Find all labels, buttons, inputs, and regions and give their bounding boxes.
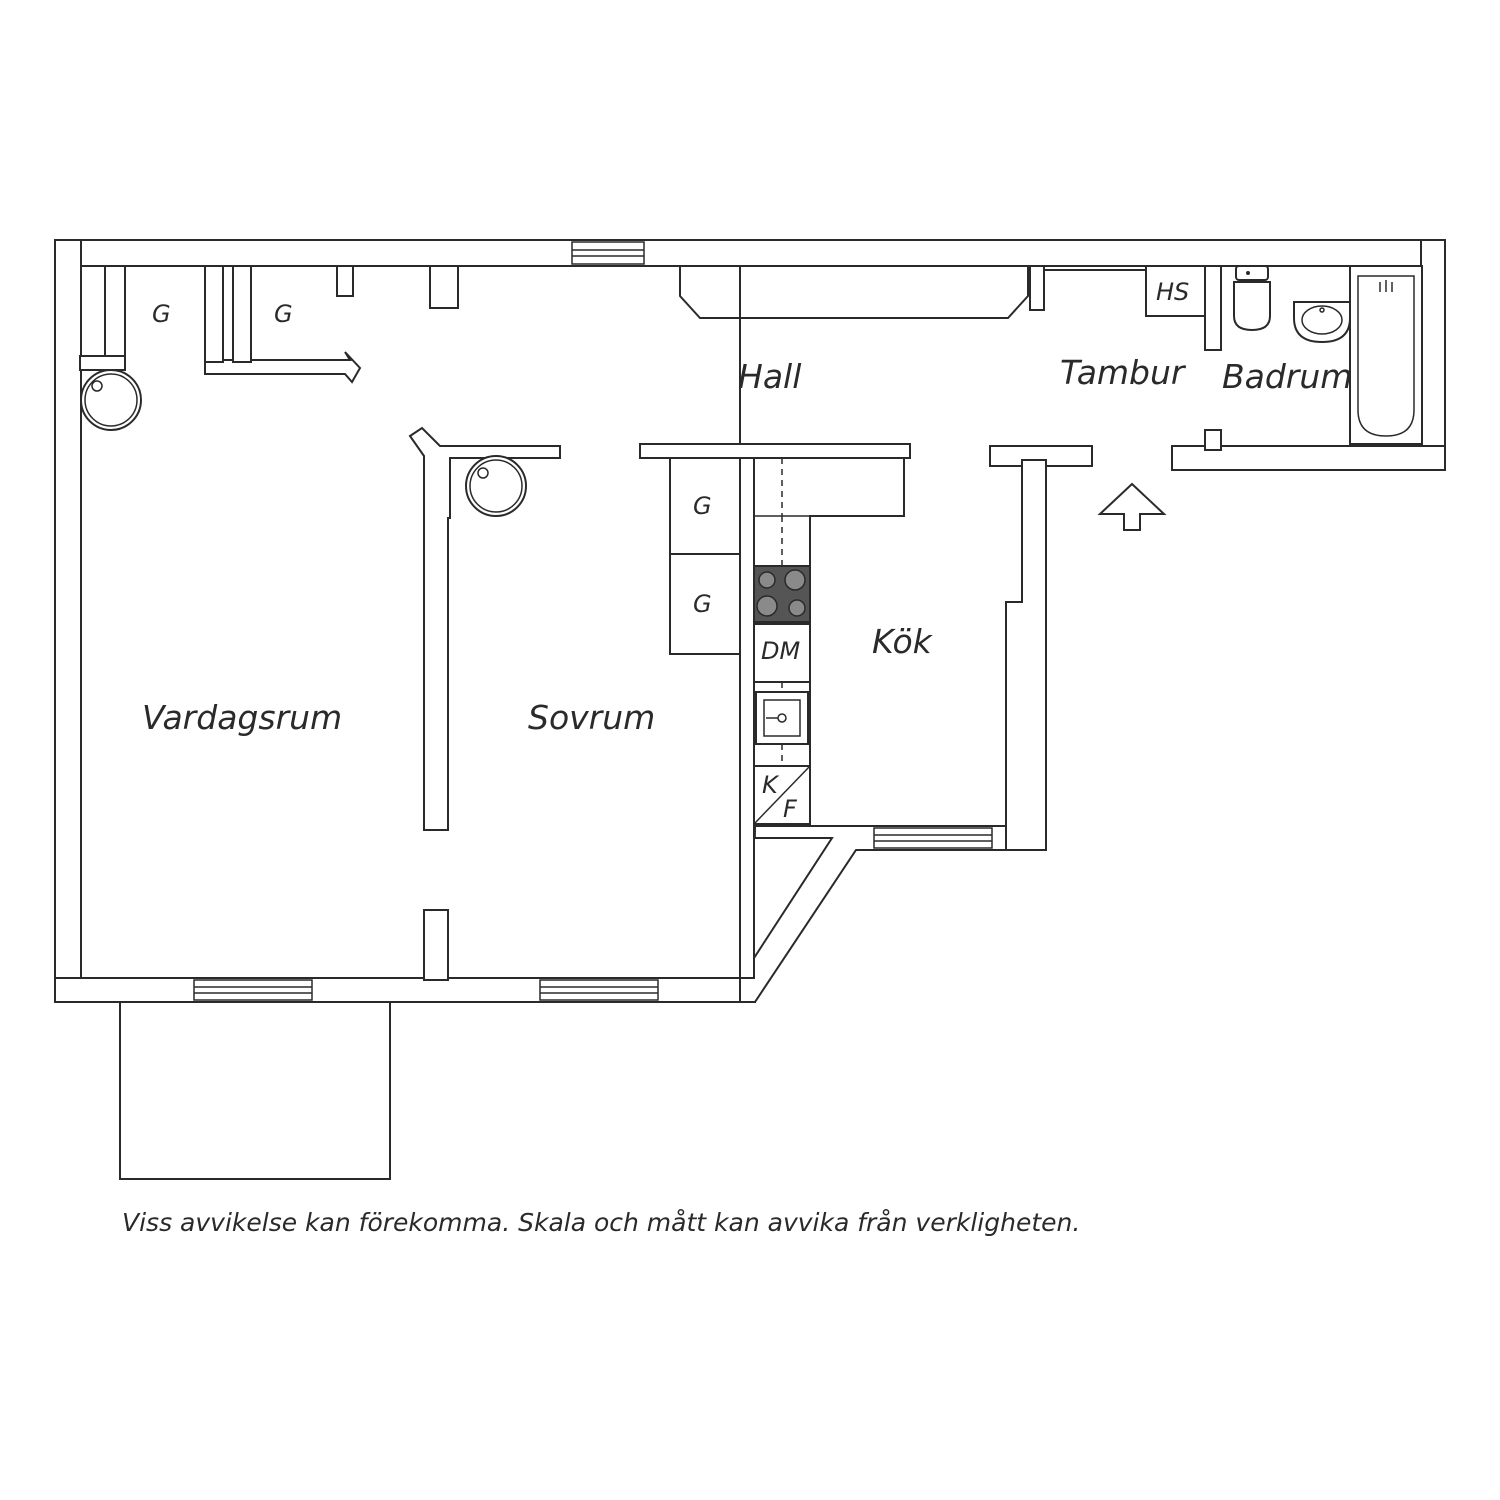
windows: [193, 241, 993, 1001]
fridge-label: K: [762, 771, 780, 799]
kitchen-sink-icon: [755, 682, 809, 766]
toilet-icon: [1233, 265, 1271, 332]
room-label-vardagsrum: Vardagsrum: [142, 698, 342, 737]
corner-storage: [753, 837, 834, 962]
dishwasher-label: DM: [761, 637, 800, 665]
closet-label-2: G: [274, 300, 293, 328]
stove-icon: [753, 565, 811, 623]
room-label-kok: Kök: [872, 622, 934, 661]
heating-cabinet-label: HS: [1156, 278, 1189, 306]
window-kok: [873, 827, 993, 849]
window-top: [571, 241, 645, 265]
dishwasher: DM: [753, 623, 811, 683]
fridge-freezer: K F: [753, 765, 811, 825]
wall-segments: [54, 239, 1446, 1003]
bathtub-icon: [1349, 265, 1423, 445]
closet-label-1: G: [152, 300, 171, 328]
room-label-tambur: Tambur: [1060, 353, 1187, 392]
heating-cabinet: HS: [1145, 265, 1206, 317]
room-label-sovrum: Sovrum: [528, 698, 655, 737]
sink-icon: [1293, 301, 1351, 344]
disclaimer-text: Viss avvikelse kan förekomma. Skala och …: [122, 1208, 1080, 1237]
kitchen-closet-label-1: G: [693, 492, 712, 520]
entrance-arrow-icon: [1097, 482, 1167, 531]
window-vardagsrum: [193, 979, 313, 1001]
balcony: [119, 1001, 391, 1180]
room-label-hall: Hall: [738, 357, 801, 396]
tiled-stove-sovrum: [465, 455, 527, 517]
hall-wardrobe: [679, 266, 1029, 319]
freezer-label: F: [783, 795, 798, 823]
tiled-stove-vardagsrum: [80, 369, 142, 431]
kitchen-wardrobes: G G: [669, 457, 741, 655]
kitchen-closet-label-2: G: [693, 590, 712, 618]
window-sovrum: [539, 979, 659, 1001]
room-label-badrum: Badrum: [1222, 357, 1352, 396]
